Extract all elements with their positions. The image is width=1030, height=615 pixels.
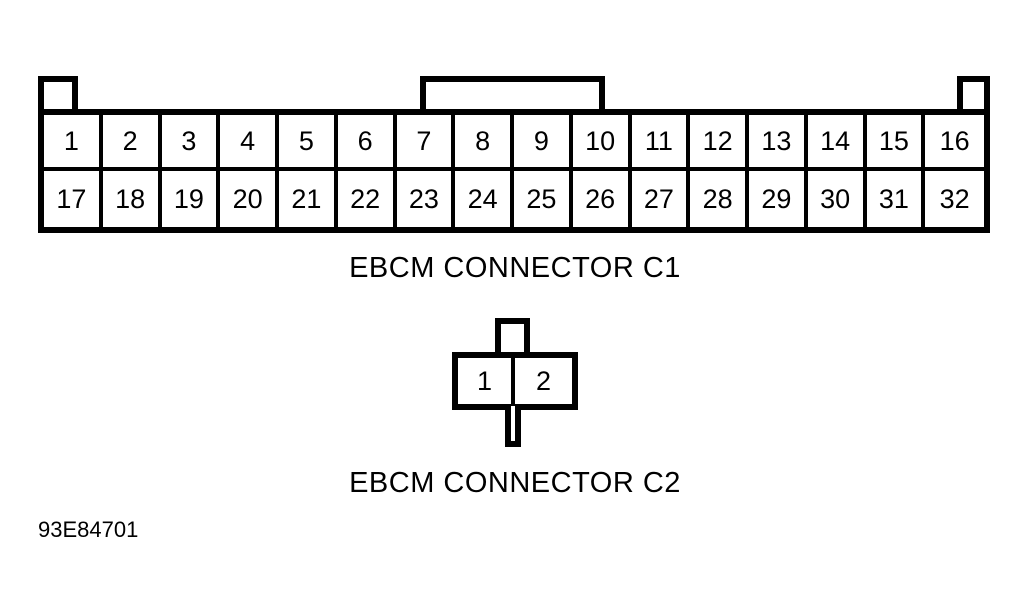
c1-pin: 10: [572, 115, 632, 171]
c1-center-latch-tab: [420, 76, 605, 115]
c1-pin: 11: [631, 115, 691, 171]
c2-connector-body: 1 2: [452, 352, 578, 410]
ebcm-connector-c1: 1 2 3 4 5 6 7 8 9 10 11 12 13 14 15 16 1…: [38, 76, 990, 233]
ebcm-connector-c2: 1 2: [452, 318, 578, 447]
c1-pin: 16: [925, 115, 984, 171]
c1-pin: 8: [455, 115, 514, 171]
c1-pin: 14: [807, 115, 867, 171]
c1-pin: 4: [220, 115, 279, 171]
c1-pin: 7: [396, 115, 456, 171]
c1-pin: 18: [102, 171, 162, 227]
c1-pin: 30: [807, 171, 867, 227]
c1-pin: 19: [161, 171, 221, 227]
c1-pin: 17: [44, 171, 103, 227]
c1-pin: 28: [690, 171, 749, 227]
c1-pin: 1: [44, 115, 103, 171]
c1-pin: 12: [690, 115, 749, 171]
c2-top-latch-tab: [495, 318, 530, 358]
c2-caption: EBCM CONNECTOR C2: [349, 467, 681, 499]
c1-pin: 29: [749, 171, 808, 227]
c1-pin: 5: [279, 115, 338, 171]
c1-pin: 27: [631, 171, 691, 227]
c2-pin: 1: [458, 358, 515, 404]
c1-pin: 31: [866, 171, 926, 227]
c1-left-mounting-tab: [38, 76, 78, 115]
c1-pin: 26: [572, 171, 632, 227]
c1-pin: 23: [396, 171, 456, 227]
c1-pin: 9: [514, 115, 573, 171]
c1-pin: 32: [925, 171, 984, 227]
c1-caption: EBCM CONNECTOR C1: [349, 252, 681, 284]
c1-pin: 13: [749, 115, 808, 171]
c1-pin-grid: 1 2 3 4 5 6 7 8 9 10 11 12 13 14 15 16 1…: [44, 115, 984, 227]
reference-code: 93E84701: [38, 517, 139, 542]
c1-pin: 21: [279, 171, 338, 227]
c1-pin: 24: [455, 171, 514, 227]
c1-right-mounting-tab: [957, 76, 990, 115]
c1-pin: 3: [161, 115, 221, 171]
c1-pin: 25: [514, 171, 573, 227]
c1-pin: 15: [866, 115, 926, 171]
c1-pin: 20: [220, 171, 279, 227]
c1-pin: 6: [337, 115, 397, 171]
c1-pin: 2: [102, 115, 162, 171]
c2-bottom-keying-stem: [505, 406, 521, 447]
c2-pin: 2: [515, 358, 572, 404]
c1-pin: 22: [337, 171, 397, 227]
